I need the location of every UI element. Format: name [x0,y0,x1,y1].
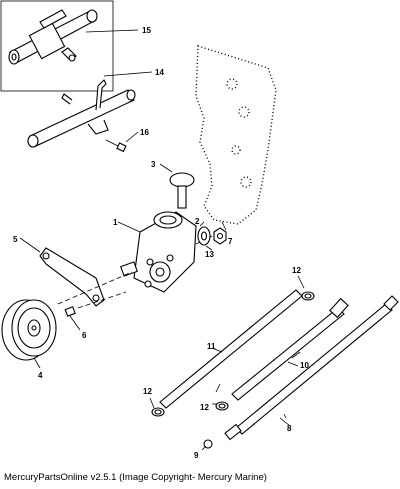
image-caption: MercuryPartsOnline v2.5.1 (Image Copyrig… [4,472,267,483]
callout-4: 4 [38,371,43,380]
callout-15: 15 [142,26,151,35]
callout-5: 5 [13,235,18,244]
callout-12-left: 12 [143,387,152,396]
callout-9: 9 [194,451,199,460]
part-10-hose [231,297,349,401]
part-12-clamp-top [297,275,315,301]
callout-10: 10 [300,361,309,370]
callout-2: 2 [195,217,200,226]
part-3-cap [159,163,195,209]
callout-16: 16 [140,128,149,137]
part-6-bolt [64,306,81,331]
callout-13: 13 [205,250,214,259]
callout-7: 7 [228,237,233,246]
part-12-clamp-middle [212,401,229,411]
part-9-oring [201,439,213,451]
callout-8: 8 [287,424,292,433]
engine-bracket-outline [195,45,277,225]
part-2-13-washer [197,221,213,251]
callout-14: 14 [155,68,164,77]
callout-3: 3 [151,160,156,169]
part-7-nut [213,227,227,245]
part-16-bolt [105,131,139,153]
part-12-clamp-left [149,397,165,417]
callout-6: 6 [82,331,87,340]
callout-11: 11 [207,342,216,351]
part-8-hose [224,295,399,441]
part-11-hose [159,289,303,409]
callout-12-top: 12 [292,266,301,275]
inset-part-15 [0,0,139,92]
part-14-hose [27,71,153,148]
part-1-pump [117,211,213,293]
callout-1: 1 [113,218,118,227]
part-5-bracket [19,237,105,307]
callout-12-middle: 12 [200,403,209,412]
part-4-pulley [1,299,57,369]
